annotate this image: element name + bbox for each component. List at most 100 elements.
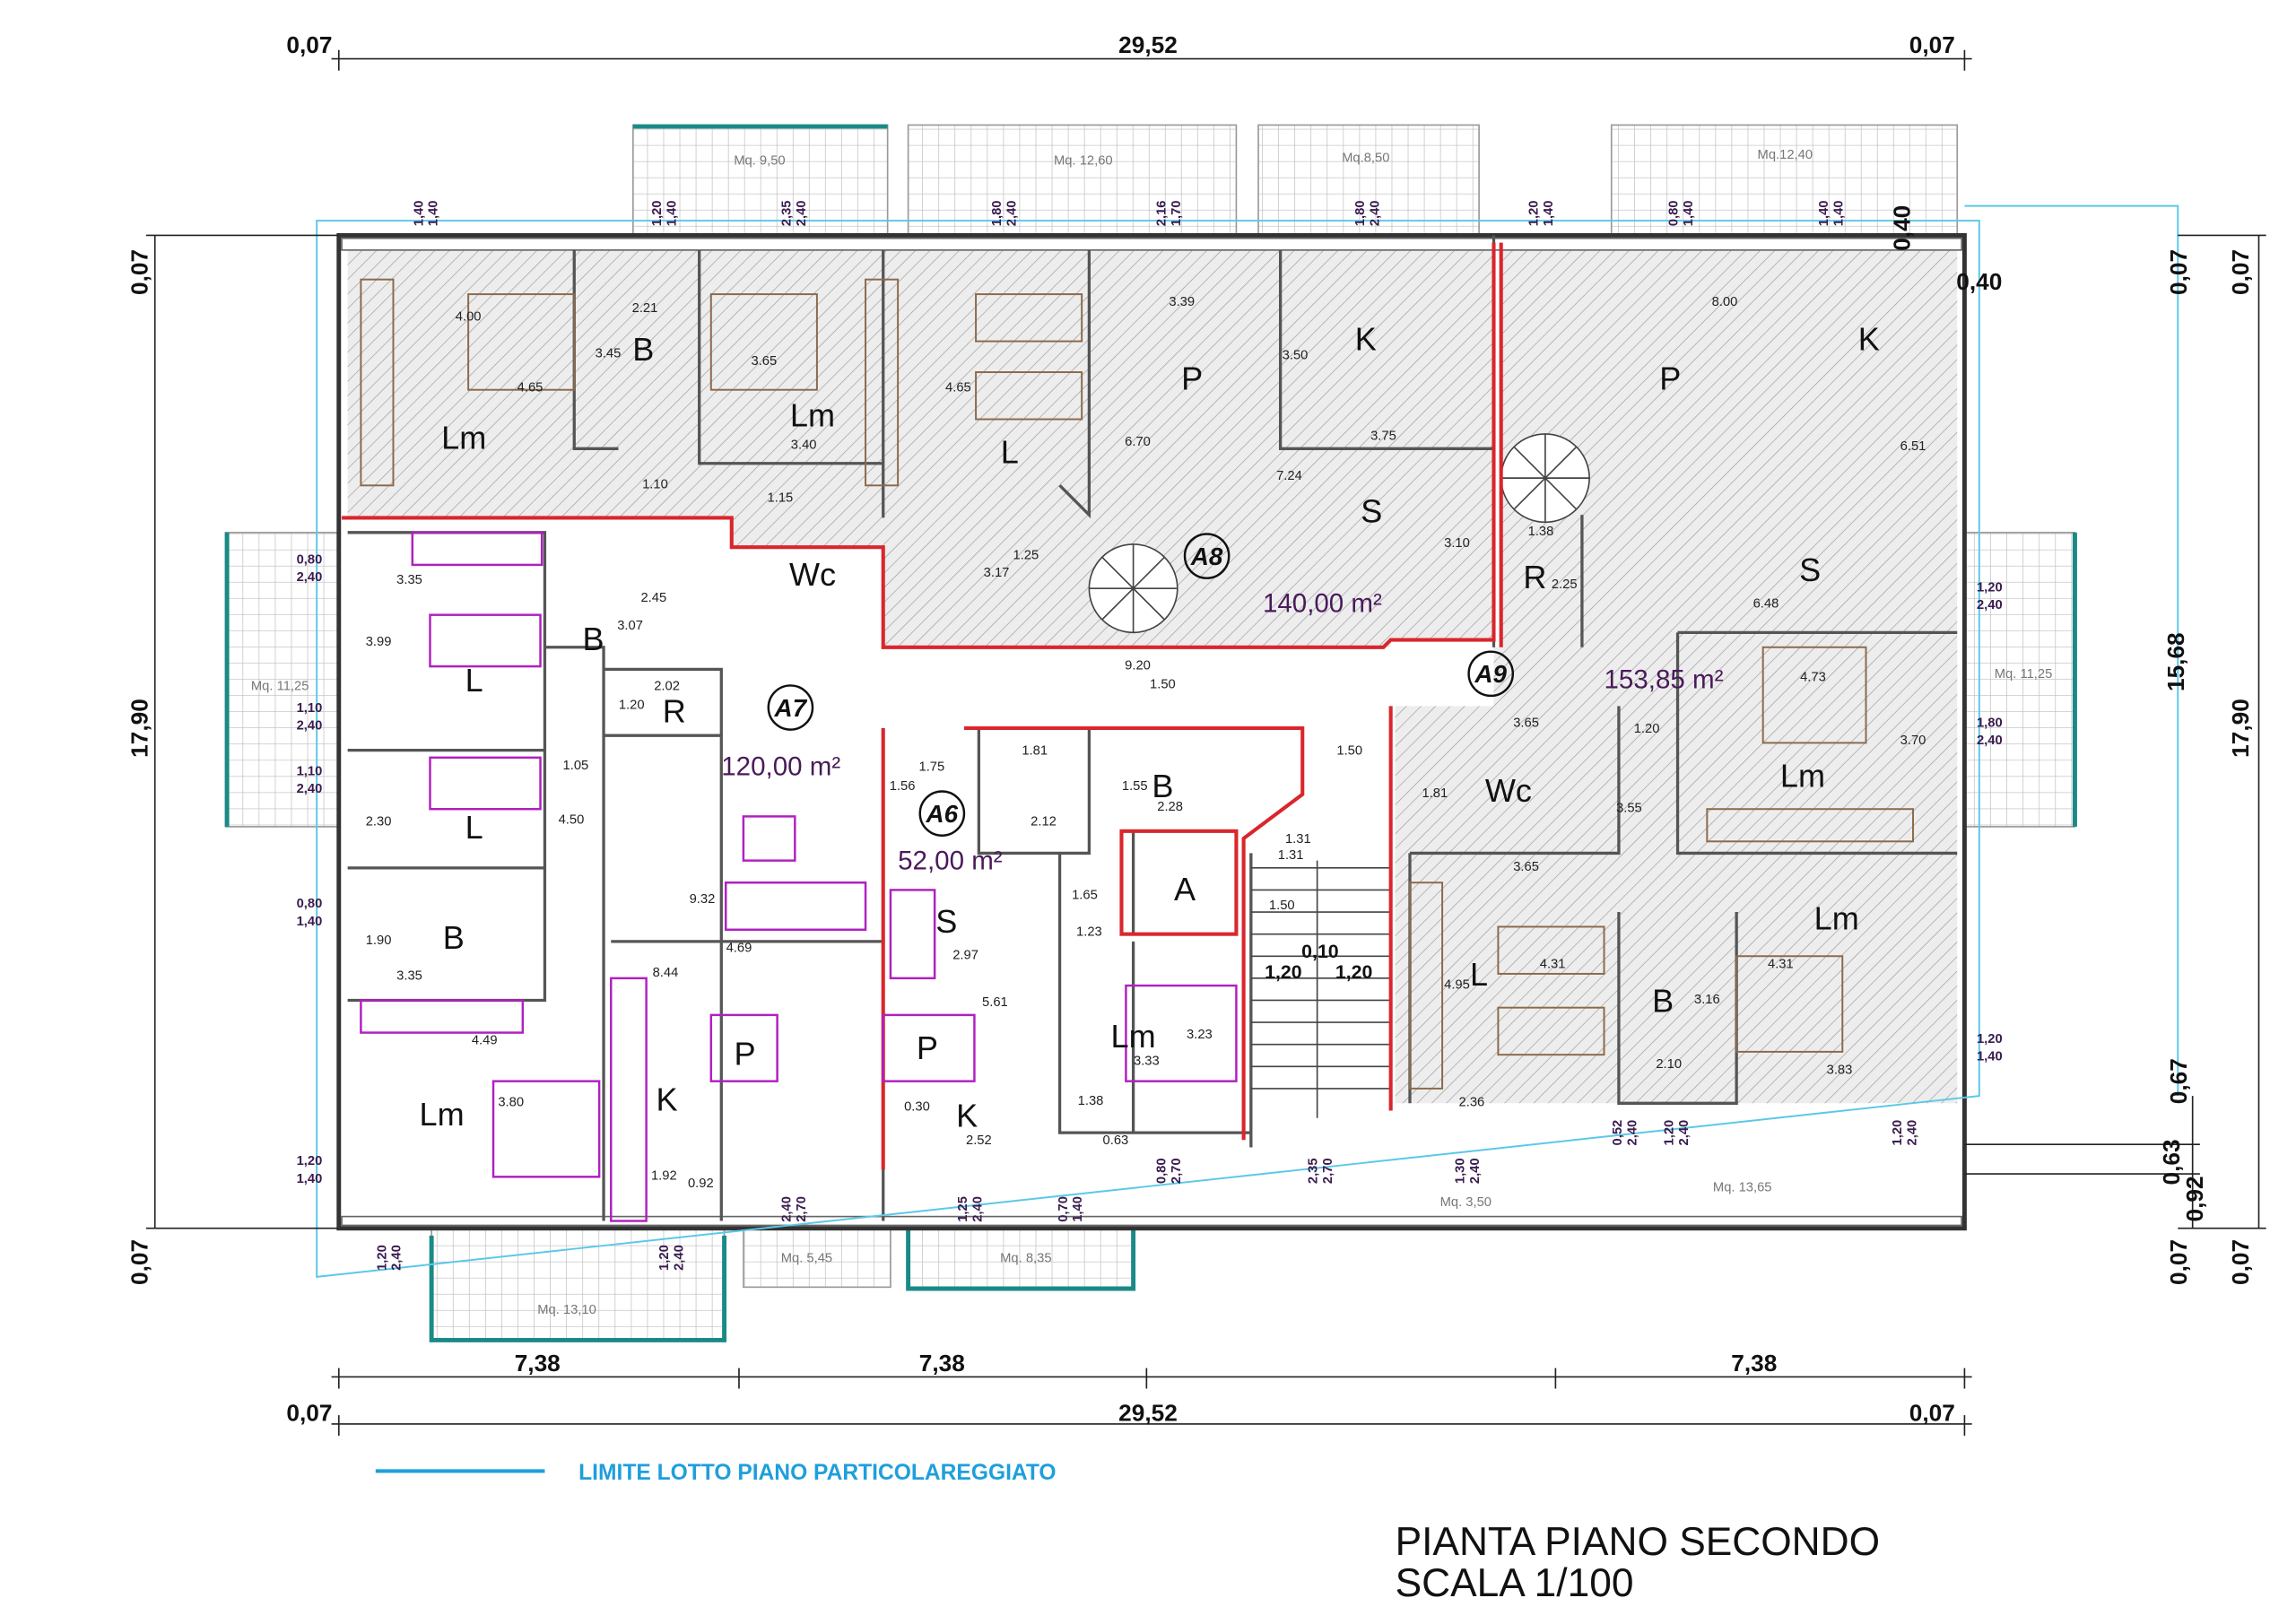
room-label: L	[1001, 434, 1019, 471]
inner-dimension-label: 0.30	[904, 1100, 930, 1115]
inner-dimension-label: 2.36	[1459, 1096, 1485, 1110]
building-outline	[336, 233, 1967, 1231]
inner-dimension-label: 2.10	[1656, 1057, 1682, 1072]
inner-dimension-label: 3.39	[1169, 295, 1195, 309]
dimension-label: 0,07	[2165, 249, 2192, 295]
room-label: Lm	[1111, 1018, 1156, 1055]
balcony-area-label: Mq. 11,25	[251, 679, 309, 693]
room-label: L	[465, 662, 483, 699]
balcony	[907, 124, 1238, 241]
inner-dimension-label: 1.81	[1022, 744, 1048, 759]
title-line-1: PIANTA PIANO SECONDO	[1396, 1520, 1881, 1564]
inner-dimension-label: 1.25	[1013, 548, 1039, 562]
dimension-label: 0,40	[1956, 268, 2002, 295]
inner-dimension-label: 4.69	[726, 941, 752, 955]
window-height: 2,40	[1977, 598, 2003, 612]
dimension-label: 0,07	[286, 31, 332, 58]
balcony	[907, 1227, 1135, 1289]
stair-dimension-label: 0,10	[1301, 941, 1338, 962]
title-line-2: SCALA 1/100	[1396, 1561, 1634, 1605]
room-label: Lm	[441, 419, 486, 456]
inner-dimension-label: 9.32	[690, 892, 716, 907]
room-label: K	[1858, 320, 1880, 357]
inner-dimension-label: 2.30	[366, 814, 392, 829]
dimension-label: 15,68	[2162, 632, 2189, 691]
balcony	[1963, 532, 2076, 828]
window-width: 1,40	[1817, 200, 1831, 226]
window-width: 0,80	[1667, 200, 1682, 226]
room-label: B	[443, 919, 465, 956]
balcony-area-label: Mq. 12,60	[1054, 154, 1113, 169]
room-label: Lm	[420, 1096, 465, 1133]
furniture-bedrooms	[360, 278, 1914, 1090]
inner-dimension-label: 3.35	[396, 969, 422, 984]
window-height: 2,70	[1321, 1158, 1335, 1184]
balcony-area-label: Mq.12,40	[1758, 148, 1813, 162]
unit-badge-circle	[1183, 533, 1231, 579]
window-height: 1,40	[665, 200, 679, 226]
dimension-label: 0,92	[2181, 1176, 2208, 1221]
inner-dimension-label: 3.45	[596, 347, 622, 361]
inner-dimension-label: 1.38	[1078, 1094, 1104, 1108]
inner-dimension-label: 5.61	[982, 995, 1008, 1010]
dimension-label: 29,52	[1118, 31, 1178, 58]
inner-dimension-label: 6.48	[1753, 596, 1779, 611]
dimension-label: 7,38	[1731, 1350, 1777, 1376]
balcony-area-label: Mq. 9,50	[734, 154, 785, 169]
window-height: 1,40	[427, 200, 441, 226]
room-label: A	[1174, 871, 1196, 908]
window-width: 1,20	[1977, 580, 2003, 595]
balcony	[743, 1227, 891, 1289]
balcony-area-label: Mq. 8,35	[1000, 1251, 1051, 1265]
window-height: 1,40	[1071, 1196, 1085, 1222]
window-height: 2,70	[795, 1196, 809, 1222]
inner-dimension-label: 3.35	[396, 573, 422, 587]
window-width: 1,80	[1353, 200, 1368, 226]
window-height: 2,40	[673, 1245, 687, 1271]
unit-a8-hatch	[347, 244, 1494, 647]
room-label: K	[956, 1098, 978, 1134]
window-height: 1,40	[297, 1172, 323, 1186]
room-label: L	[1470, 956, 1488, 993]
inner-dimension-label: 2.52	[966, 1133, 992, 1148]
room-label: Lm	[1814, 900, 1859, 937]
window-width: 1,10	[297, 764, 323, 778]
inner-dimension-label: 3.40	[791, 438, 817, 452]
window-width: 1,30	[1454, 1158, 1468, 1184]
inner-dimension-label: 3.10	[1444, 536, 1470, 551]
unit-badge-circle	[767, 684, 814, 731]
unit-area: 140,00 m²	[1263, 588, 1382, 618]
inner-dimension-label: 2.97	[952, 949, 978, 963]
window-width: 1,20	[657, 1245, 672, 1271]
room-label: P	[917, 1029, 938, 1066]
room-label: Lm	[1780, 758, 1825, 795]
room-label: R	[663, 692, 686, 729]
inner-dimension-label: 1.20	[1634, 722, 1660, 736]
window-height: 2,40	[297, 570, 323, 585]
inner-dimension-label: 1.65	[1072, 888, 1098, 902]
window-height: 1,40	[1831, 200, 1846, 226]
inner-dimension-label: 1.10	[642, 478, 668, 492]
balcony-area-label: Mq. 11,25	[1995, 667, 2053, 682]
inner-dimension-label: 3.99	[366, 635, 392, 649]
balcony-area-label: Mq. 3,50	[1440, 1195, 1492, 1210]
dimension-label: 0,07	[126, 249, 153, 295]
inner-dimension-label: 3.65	[1513, 716, 1539, 730]
room-label: K	[657, 1081, 678, 1118]
inner-dimension-label: 0.63	[1103, 1133, 1129, 1148]
inner-dimension-label: 3.50	[1283, 348, 1309, 362]
inner-dimension-label: 2.12	[1031, 814, 1057, 829]
inner-dimension-label: 1.20	[619, 699, 645, 713]
dimension-label: 0,07	[1909, 1400, 1955, 1427]
drawing-title: PIANTA PIANO SECONDO SCALA 1/100	[1396, 1520, 1881, 1605]
window-height: 2,40	[1977, 734, 2003, 748]
inner-dimension-label: 2.28	[1157, 800, 1183, 814]
inner-dimension-label: 3.70	[1900, 734, 1926, 748]
inner-dimension-label: 4.49	[472, 1034, 498, 1048]
window-width: 2,16	[1155, 200, 1170, 226]
inner-dimension-label: 1.56	[890, 779, 916, 794]
balcony-area-label: Mq. 5,45	[781, 1251, 832, 1265]
